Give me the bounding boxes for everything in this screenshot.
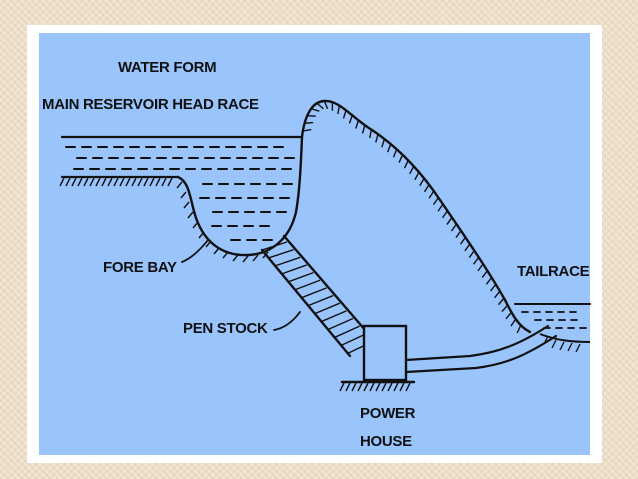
tail-race-water <box>514 303 591 353</box>
label-tail-race: TAILRACE <box>517 263 590 280</box>
diagram-panel <box>39 33 590 455</box>
tail-race-pipe <box>404 324 558 374</box>
label-fore-bay: FORE BAY <box>103 259 177 276</box>
label-house: HOUSE <box>360 433 412 450</box>
label-power: POWER <box>360 405 416 422</box>
label-leaders <box>181 239 301 331</box>
label-water-from: WATER FORM <box>118 59 216 76</box>
head-race-water <box>60 135 304 241</box>
fore-bay-basin <box>176 135 304 263</box>
label-pen-stock: PEN STOCK <box>183 320 268 337</box>
label-main-reservoir: MAIN RESERVOIR HEAD RACE <box>42 96 259 113</box>
hill-ridge <box>300 99 532 334</box>
power-house-building <box>339 324 416 392</box>
penstock-pipe <box>260 234 374 358</box>
head-race-bed <box>59 175 180 187</box>
